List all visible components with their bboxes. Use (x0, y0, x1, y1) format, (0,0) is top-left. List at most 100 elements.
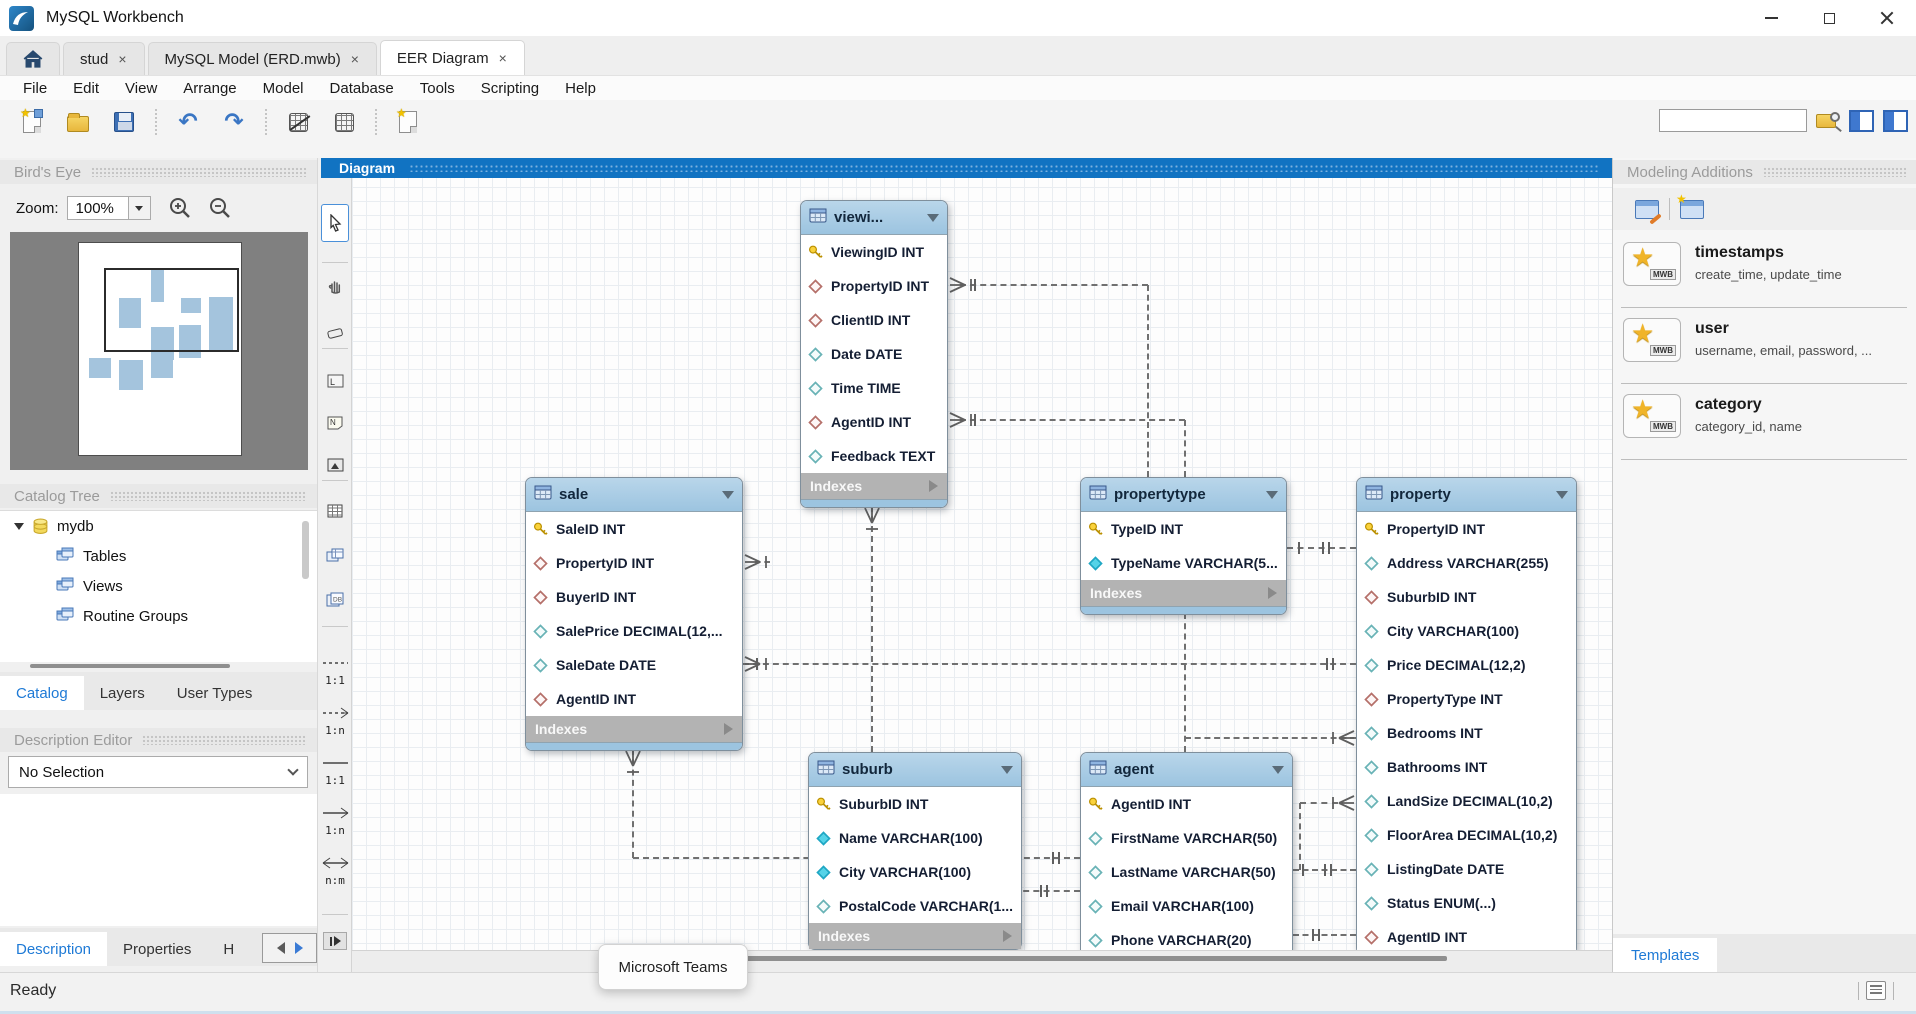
layer-tool[interactable]: L (321, 366, 349, 396)
tab-mysql-model-erd-mwb-[interactable]: MySQL Model (ERD.mwb)× (147, 42, 377, 75)
relationship-connector[interactable] (755, 561, 770, 563)
toggle-grid-button[interactable] (280, 107, 316, 137)
relationship-tool-1-1-s[interactable]: 1:1 (320, 756, 350, 787)
tab-close-icon[interactable]: × (498, 50, 507, 66)
scroll-right-icon[interactable] (294, 942, 303, 954)
relationship-connector[interactable] (743, 663, 1356, 665)
relationship-connector[interactable] (1299, 803, 1301, 870)
scroll-left-icon[interactable] (276, 942, 285, 954)
eraser-tool[interactable] (321, 318, 349, 348)
indexes-row[interactable]: Indexes (801, 473, 947, 499)
relationship-connector[interactable] (632, 749, 634, 858)
collapse-arrow-icon[interactable] (1272, 765, 1284, 774)
menu-scripting[interactable]: Scripting (480, 79, 540, 97)
note-tool[interactable]: N (321, 408, 349, 438)
toggle-left-sidebar-button[interactable] (1849, 109, 1874, 132)
relationship-connector[interactable] (1185, 737, 1356, 739)
collapse-arrow-icon[interactable] (722, 490, 734, 499)
relationship-tool-1-n-dc[interactable]: 1:n (320, 706, 350, 737)
description-editor-body[interactable] (0, 794, 317, 926)
tab-templates[interactable]: Templates (1613, 938, 1718, 972)
menu-edit[interactable]: Edit (73, 79, 100, 97)
search-input[interactable] (1659, 109, 1807, 132)
tab-close-icon[interactable]: × (118, 51, 127, 67)
expander-icon[interactable] (14, 522, 24, 530)
new-diagram-button[interactable]: ★ (390, 106, 426, 137)
redo-button[interactable]: ↷ (216, 107, 252, 137)
tree-scrollbar[interactable] (302, 521, 309, 579)
tab-layers[interactable]: Layers (99, 684, 145, 702)
relationship-connector[interactable] (1184, 613, 1186, 752)
find-icon[interactable] (1816, 111, 1842, 132)
close-button[interactable] (1858, 0, 1916, 36)
tree-item-mydb[interactable]: mydb (0, 511, 317, 541)
relationship-tool-1-n-sc[interactable]: 1:n (320, 806, 350, 837)
save-model-button[interactable] (106, 107, 142, 137)
hand-tool[interactable] (321, 270, 349, 300)
minimize-button[interactable] (1742, 0, 1800, 36)
home-tab[interactable] (6, 42, 60, 75)
tree-item-views[interactable]: Views (0, 571, 317, 601)
collapse-arrow-icon[interactable] (1001, 765, 1013, 774)
indexes-row[interactable]: Indexes (1081, 580, 1286, 606)
table-tool[interactable] (321, 496, 349, 526)
menu-tools[interactable]: Tools (419, 79, 455, 97)
tab-properties[interactable]: Properties (123, 940, 192, 958)
tree-hscrollbar[interactable] (30, 664, 230, 668)
collapse-arrow-icon[interactable] (927, 213, 939, 222)
tree-item-routine-groups[interactable]: Routine Groups (0, 601, 317, 631)
zoom-in-icon[interactable] (167, 196, 193, 220)
routine-group-tool[interactable]: DB (321, 584, 349, 614)
collapse-arrow-icon[interactable] (1556, 490, 1568, 499)
table-header[interactable]: sale (526, 478, 742, 512)
align-grid-button[interactable] (326, 107, 362, 137)
log-icon[interactable] (1866, 981, 1886, 1000)
new-template-icon[interactable] (1676, 192, 1704, 219)
edit-template-icon[interactable] (1635, 199, 1659, 219)
zoom-dropdown-arrow[interactable] (128, 196, 151, 220)
tab-h[interactable]: H (223, 940, 235, 958)
open-model-button[interactable] (60, 107, 96, 137)
selection-dropdown[interactable]: No Selection (8, 756, 308, 788)
toggle-right-sidebar-button[interactable] (1883, 109, 1908, 132)
menu-model[interactable]: Model (262, 79, 304, 97)
tree-item-tables[interactable]: Tables (0, 541, 317, 571)
canvas-hscrollbar[interactable] (637, 956, 1447, 961)
table-header[interactable]: suburb (809, 753, 1021, 787)
menu-arrange[interactable]: Arrange (183, 79, 237, 97)
tab-user-types[interactable]: User Types (176, 684, 253, 702)
relationship-connector[interactable] (1147, 285, 1149, 477)
new-model-button[interactable]: ★ (14, 106, 50, 137)
relationship-connector[interactable] (1287, 547, 1356, 549)
table-header[interactable]: viewi... (801, 201, 947, 235)
menu-file[interactable]: File (23, 79, 48, 97)
table-header[interactable]: propertytype (1081, 478, 1286, 512)
table-header[interactable]: agent (1081, 753, 1292, 787)
pointer-tool[interactable] (321, 204, 349, 242)
menu-view[interactable]: View (125, 79, 158, 97)
tab-description[interactable]: Description (0, 932, 108, 966)
relationship-tool-n-m-cc[interactable]: n:m (320, 856, 350, 887)
tab-close-icon[interactable]: × (350, 51, 359, 67)
minimap-viewport[interactable] (104, 268, 239, 352)
undo-button[interactable]: ↶ (170, 107, 206, 137)
menu-database[interactable]: Database (329, 79, 394, 97)
collapse-arrow-icon[interactable] (1266, 490, 1278, 499)
menu-help[interactable]: Help (565, 79, 596, 97)
zoom-value-dropdown[interactable]: 100% (66, 196, 129, 220)
indexes-row[interactable]: Indexes (526, 716, 742, 742)
maximize-button[interactable] (1800, 0, 1858, 36)
relationship-connector[interactable] (1184, 420, 1186, 477)
relationship-tool-1-1-d[interactable]: 1:1 (320, 656, 350, 687)
relationship-connector[interactable] (960, 419, 1185, 421)
image-tool[interactable] (321, 450, 349, 480)
